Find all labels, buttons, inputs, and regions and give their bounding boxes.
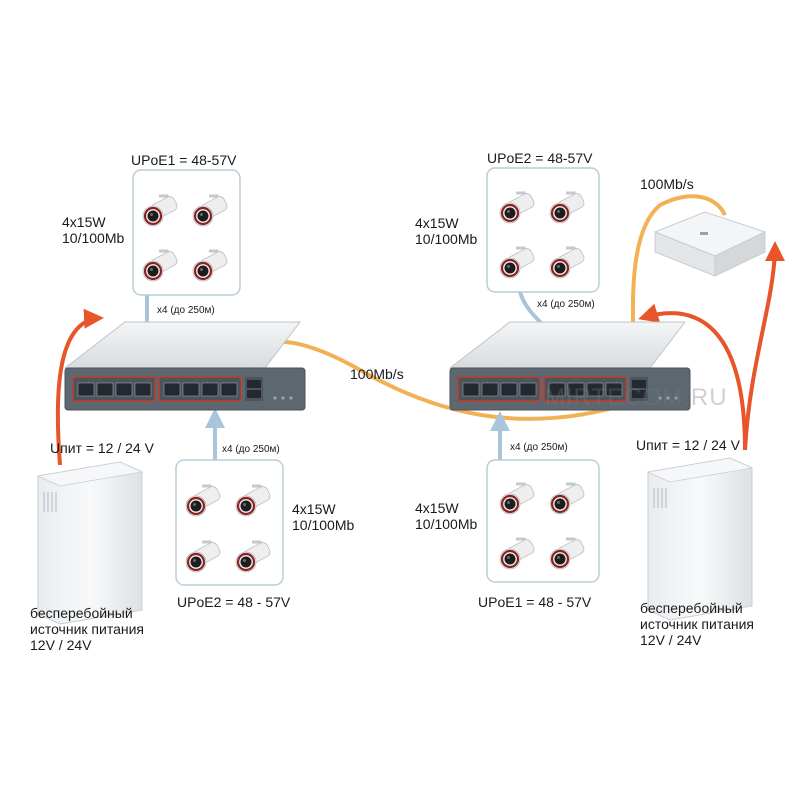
power-supply-right [647,457,753,621]
caption-line: бесперебойный [30,605,133,621]
camera-box-right-bottom [486,459,600,583]
power-supply-left [37,461,143,625]
camera-link-label: x4 (до 250м) [222,444,280,455]
caption-line: источник питания [30,621,144,637]
camera-group-title: UPoE2 = 48 - 57V [177,594,291,610]
camera-link-label: x4 (до 250м) [157,305,215,316]
caption-line: источник питания [640,616,754,632]
power-line-right-nvr [743,241,785,451]
camera-group-spec: 4x15W 10/100Mb [292,501,354,533]
camera-group-spec: 4x15W 10/100Mb [415,215,477,247]
spec-speed: 10/100Mb [62,230,125,246]
caption-line: 12V / 24V [640,632,702,648]
nvr-link-speed-label: 100Mb/s [640,176,694,192]
spec-power: 4x15W [62,214,106,230]
nvr-recorder [653,211,767,277]
power-supply-voltage: Uпит = 12 / 24 V [50,440,154,456]
power-line-right-switch [638,303,747,451]
camera-group-title: UPoE1 = 48 - 57V [478,594,592,610]
camera-box-right-top [486,167,600,293]
camera-group-spec: 4x15W 10/100Mb [62,214,124,246]
spec-speed: 10/100Mb [415,231,478,247]
power-supply-voltage: Uпит = 12 / 24 V [636,437,740,453]
camera-group-spec: 4x15W 10/100Mb [415,500,477,532]
spec-power: 4x15W [292,501,336,517]
watermark: MIRTECOM.RU [545,384,728,411]
spec-speed: 10/100Mb [415,516,478,532]
caption-line: бесперебойный [640,600,743,616]
uplink-speed-label: 100Mb/s [350,366,404,382]
camera-box-left-bottom [175,459,284,586]
camera-link-label: x4 (до 250м) [510,442,568,453]
spec-power: 4x15W [415,500,459,516]
power-supply-caption: бесперебойный источник питания 12V / 24V [640,600,754,648]
power-supply-caption: бесперебойный источник питания 12V / 24V [30,605,144,653]
power-line-left [55,308,104,466]
spec-power: 4x15W [415,215,459,231]
camera-group-title: UPoE1 = 48-57V [131,152,237,168]
camera-link-label: x4 (до 250м) [537,299,595,310]
switch-left [64,321,306,411]
caption-line: 12V / 24V [30,637,92,653]
camera-group-title: UPoE2 = 48-57V [487,150,593,166]
spec-speed: 10/100Mb [292,517,355,533]
nvr-uplink-line [630,194,727,383]
camera-box-left-top [132,169,241,296]
